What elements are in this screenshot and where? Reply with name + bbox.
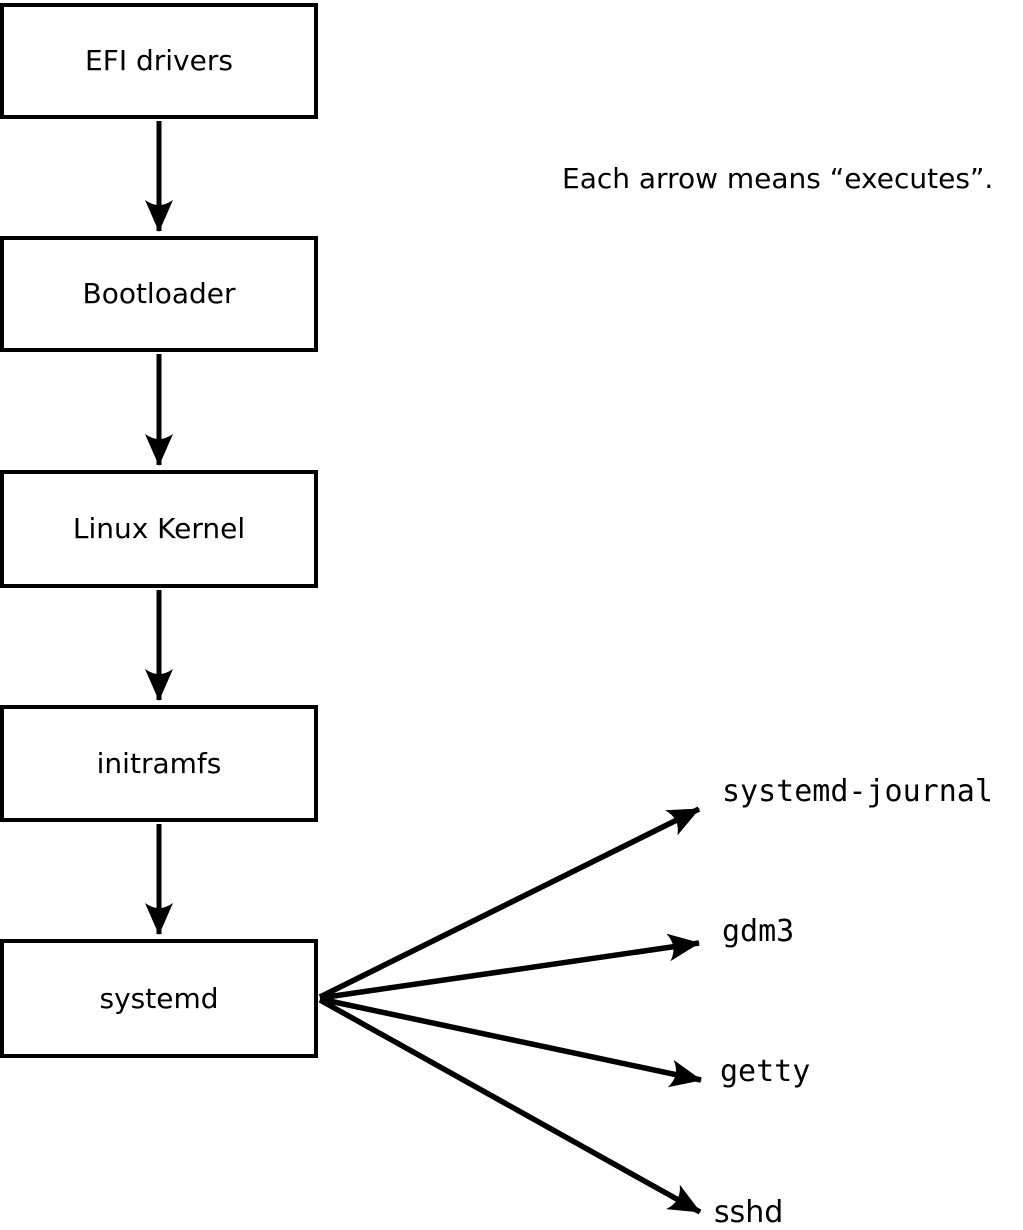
node-systemd: systemd [0,939,318,1058]
node-linux-kernel-label: Linux Kernel [72,512,246,545]
arrow-systemd-to-sshd [318,997,702,1215]
node-systemd-label: systemd [99,981,219,1015]
node-efi-drivers-label: EFI drivers [85,44,233,77]
node-initramfs: initramfs [0,705,318,822]
fan-target-getty: getty [720,1054,811,1089]
fan-target-sshd: sshd [714,1195,784,1230]
diagram-caption: Each arrow means “executes”. [562,162,994,195]
node-bootloader-label: Bootloader [82,277,236,310]
fan-target-gdm3: gdm3 [722,914,795,949]
arrow-systemd-to-gdm3 [319,933,700,1001]
arrow-systemd-to-journal [318,806,701,1000]
arrow-systemd-to-getty [319,996,702,1088]
node-initramfs-label: initramfs [96,746,222,780]
node-linux-kernel: Linux Kernel [0,470,318,588]
fan-target-systemd-journal: systemd-journal [722,774,993,809]
node-bootloader: Bootloader [0,236,318,352]
node-efi-drivers: EFI drivers [0,3,318,119]
